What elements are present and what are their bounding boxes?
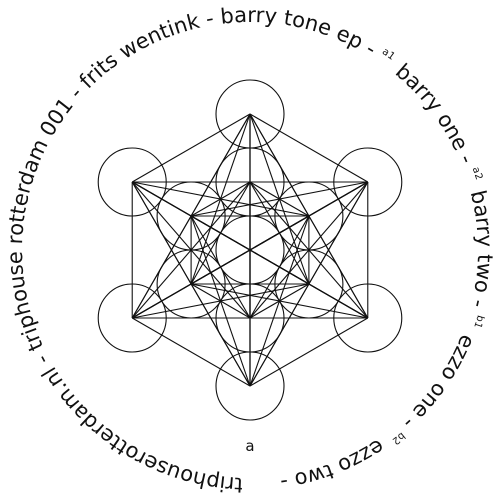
side-mark: a bbox=[245, 437, 254, 455]
track-title-a2: barry two bbox=[466, 188, 497, 295]
track-title-b2: ezzo two bbox=[292, 434, 388, 492]
track-title-b1: ezzo one bbox=[408, 331, 480, 424]
geometry-circle bbox=[333, 283, 403, 353]
metatrons-cube-icon bbox=[97, 79, 403, 421]
geometry-line bbox=[249, 113, 369, 183]
geometry-circle bbox=[215, 351, 285, 421]
geometry-line bbox=[131, 113, 251, 183]
separator-4: - bbox=[279, 470, 290, 495]
track-side-b1: b1 bbox=[471, 314, 485, 330]
geometry-circle bbox=[156, 181, 226, 251]
geometry-line bbox=[131, 181, 251, 387]
geometry-circle bbox=[333, 147, 403, 217]
geometry-circle bbox=[274, 249, 344, 319]
geometry-circle bbox=[97, 283, 167, 353]
geometry-circle bbox=[215, 79, 285, 149]
geometry-circle bbox=[97, 147, 167, 217]
geometry-line bbox=[131, 317, 251, 387]
track-title-a1: barry one bbox=[391, 59, 473, 154]
geometry-line bbox=[131, 181, 369, 319]
separator-2: - bbox=[465, 297, 492, 317]
geometry-line bbox=[249, 317, 369, 387]
